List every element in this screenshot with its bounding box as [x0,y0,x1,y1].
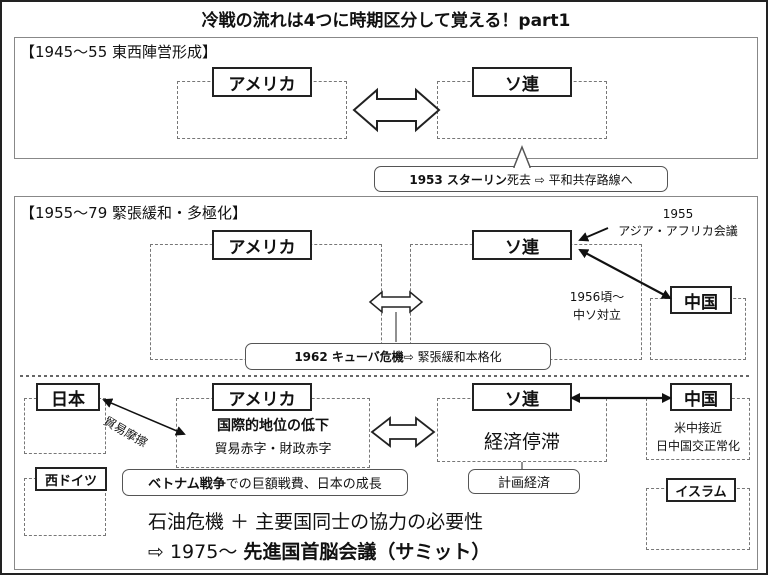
usa-box-1: アメリカ [212,67,312,97]
aa-conference-year: 1955 [662,207,694,221]
vietnam-callout-bold: ベトナム戦争 [148,477,226,492]
china-box-2: 中国 [670,286,732,314]
vietnam-war-callout: ベトナム戦争での巨額戦費、日本の成長 [122,469,408,496]
china-japan-normalization: 日中国交正常化 [655,439,740,453]
ussr-box-1: ソ連 [472,67,572,97]
diagram-title: 冷戦の流れは4つに時期区分して覚える！part1 [201,11,571,31]
cuban-crisis-callout: 1962 キューバ危機 ⇨ 緊張緩和本格化 [245,343,551,370]
stalin-callout-bold: 1953 スターリン [409,172,507,187]
sino-soviet-split: 中ソ対立 [572,308,621,322]
ussr-stagnation-text: 経済停滞 [483,431,560,453]
stalin-callout-rest: 死去 ⇨ 平和共存路線へ [506,172,633,187]
cuban-callout-bold: 1962 キューバ危機 [294,350,404,364]
summit-prefix: ⇨ 1975〜 [148,541,244,563]
japan-box: 日本 [36,383,100,411]
vietnam-callout-rest: での巨額戦費、日本の成長 [225,477,382,492]
ussr-box-2: ソ連 [472,230,572,260]
china-us-rapprochement: 米中接近 [673,421,722,435]
oil-crisis-text: 石油危機 ＋ 主要国同士の協力の必要性 [148,511,484,533]
planned-economy-callout: 計画経済 [468,469,580,494]
usa-decline-text: 国際的地位の低下 [217,418,329,434]
islam-box: イスラム [666,478,736,502]
section2-heading: 【1955〜79 緊張緩和・多極化】 [20,204,248,222]
stalin-death-callout: 1953 スターリン死去 ⇨ 平和共存路線へ [374,166,668,192]
china-box-3: 中国 [670,383,732,411]
summit-text: ⇨ 1975〜 先進国首脳会議（サミット） [148,537,490,564]
usa-deficit-text: 貿易赤字・財政赤字 [214,442,332,457]
section-1955-79 [14,196,758,570]
section-1945-55 [14,37,758,159]
cold-war-label: 冷 戦 [383,106,413,120]
aa-conference-name: アジア・アフリカ会議 [618,224,738,238]
sino-soviet-year: 1956頃〜 [569,290,625,304]
cuban-callout-rest: ⇨ 緊張緩和本格化 [403,350,502,364]
ussr-box-3: ソ連 [472,383,572,411]
usa-box-2: アメリカ [212,230,312,260]
section1-heading: 【1945〜55 東西陣営形成】 [20,43,218,61]
summit-bold: 先進国首脳会議（サミット） [243,541,491,563]
usa-box-3: アメリカ [212,383,312,411]
west-germany-box: 西ドイツ [35,467,107,491]
